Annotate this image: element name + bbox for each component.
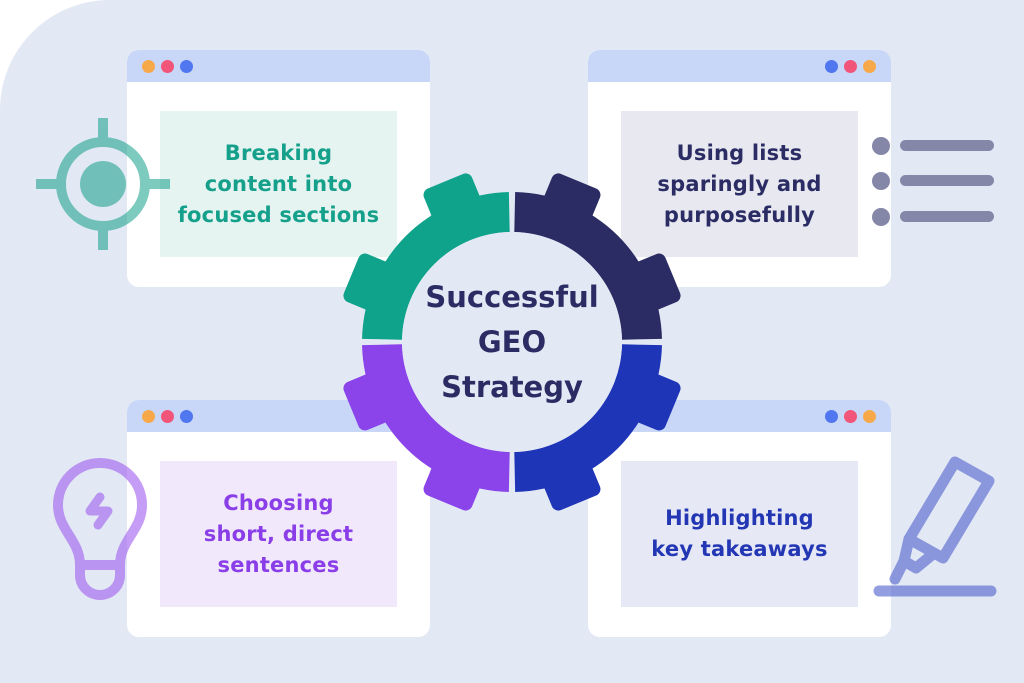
- gear-tooth: [539, 454, 601, 511]
- gear-segment-navy: [514, 173, 681, 340]
- card-window-short-sentences: Choosing short, direct sentences: [127, 400, 430, 637]
- window-titlebar: [588, 50, 891, 82]
- card-window-highlighting: Highlighting key takeaways: [588, 400, 891, 637]
- gear-segment-teal: [343, 173, 510, 340]
- target-icon: [36, 118, 170, 250]
- card-label: Choosing short, direct sentences: [203, 490, 354, 577]
- window-dot-orange: [863, 410, 876, 423]
- gear-tooth: [343, 369, 400, 431]
- gear-tooth: [423, 454, 485, 511]
- highlighter-icon: [873, 456, 997, 597]
- window-dot-blue: [825, 60, 838, 73]
- card-content: Using lists sparingly and purposefully: [621, 111, 858, 257]
- window-dot-red: [161, 60, 174, 73]
- gear-tooth: [624, 369, 681, 431]
- card-window-using-lists: Using lists sparingly and purposefully: [588, 50, 891, 287]
- window-dot-red: [161, 410, 174, 423]
- center-title: Successful GEO Strategy: [425, 280, 599, 404]
- card-content: Breaking content into focused sections: [160, 111, 397, 257]
- gear-tooth: [423, 173, 485, 230]
- gear-tooth: [624, 253, 681, 315]
- gear-tooth: [539, 173, 601, 230]
- window-dot-orange: [142, 60, 155, 73]
- card-label: Highlighting key takeaways: [651, 506, 828, 561]
- window-dot-blue: [825, 410, 838, 423]
- window-dot-red: [844, 410, 857, 423]
- card-label: Breaking content into focused sections: [177, 140, 380, 227]
- card-window-breaking-content: Breaking content into focused sections: [127, 50, 430, 287]
- gear-center: [402, 232, 622, 452]
- gear-segment-blue: [514, 344, 681, 511]
- card-label: Using lists sparingly and purposefully: [657, 140, 822, 227]
- window-titlebar: [127, 50, 430, 82]
- lightbulb-icon: [53, 458, 147, 600]
- window-dot-red: [844, 60, 857, 73]
- card-content: Highlighting key takeaways: [621, 461, 858, 607]
- window-dot-blue: [180, 410, 193, 423]
- card-content: Choosing short, direct sentences: [160, 461, 397, 607]
- window-dot-orange: [863, 60, 876, 73]
- gear-segment-purple: [343, 344, 510, 511]
- gear-tooth: [343, 253, 400, 315]
- window-dot-blue: [180, 60, 193, 73]
- window-dot-orange: [142, 410, 155, 423]
- list-icon: [872, 137, 994, 226]
- gear: [343, 173, 681, 511]
